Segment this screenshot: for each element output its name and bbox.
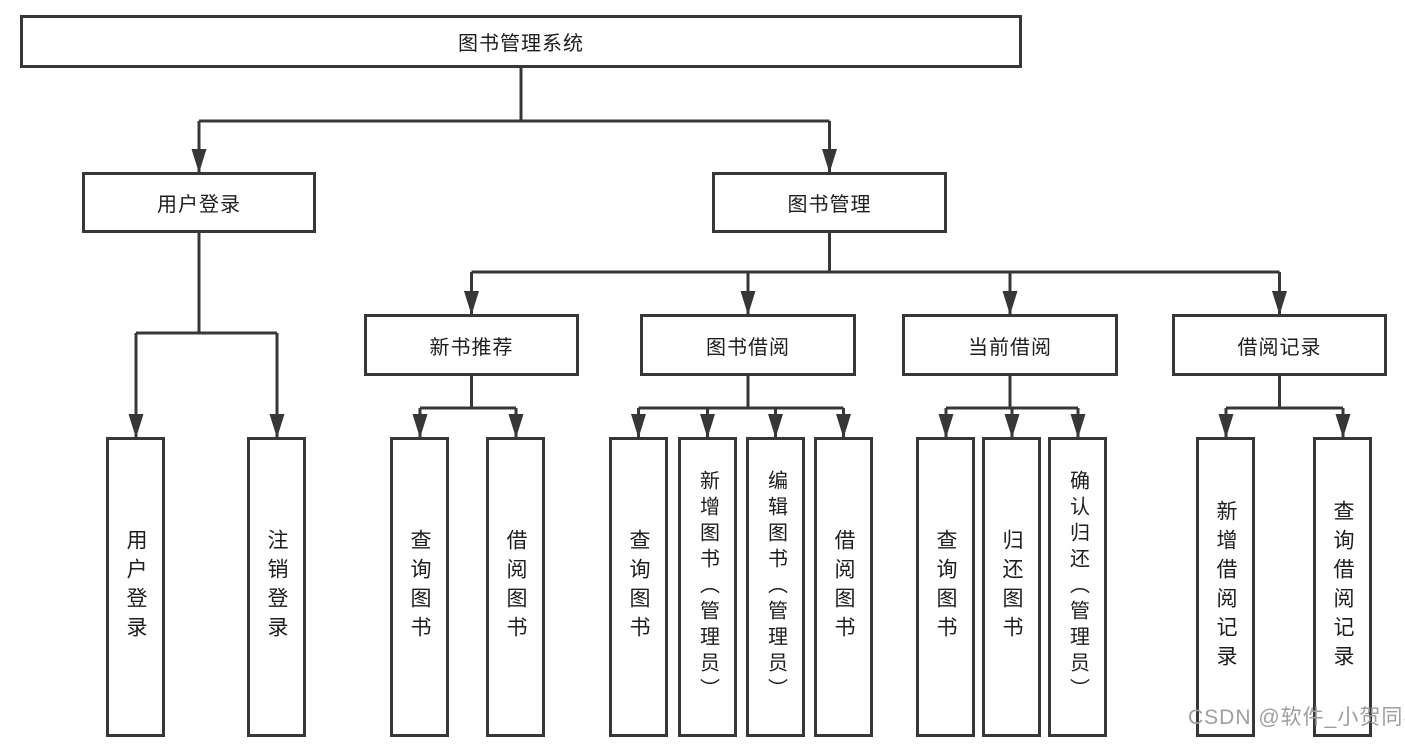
leaf-borrow-books: 借阅图书 — [814, 437, 873, 737]
leaf-query-books: 查询图书 — [390, 437, 449, 737]
node-book-borrowing: 图书借阅 — [640, 314, 856, 376]
leaf-query-borrow-record: 查询借阅记录 — [1313, 437, 1372, 737]
node-user-login: 用户登录 — [82, 172, 316, 233]
leaf-edit-books-admin: 编辑图书（管理员） — [746, 437, 805, 737]
leaf-query-books: 查询图书 — [916, 437, 975, 737]
leaf-add-borrow-record: 新增借阅记录 — [1196, 437, 1255, 737]
node-new-book-recommendation: 新书推荐 — [364, 314, 579, 376]
leaf-add-books-admin: 新增图书（管理员） — [678, 437, 737, 737]
leaf-borrow-books: 借阅图书 — [486, 437, 545, 737]
leaf-user-login: 用户登录 — [106, 437, 165, 737]
node-book-management: 图书管理 — [712, 172, 947, 233]
leaf-confirm-return-admin: 确认归还（管理员） — [1048, 437, 1107, 737]
leaf-logout: 注销登录 — [247, 437, 306, 737]
leaf-query-books: 查询图书 — [609, 437, 668, 737]
leaf-return-books: 归还图书 — [982, 437, 1041, 737]
arrowheads — [128, 149, 1351, 438]
csdn-watermark: CSDN @软件_小贺同学 — [1188, 706, 1405, 729]
node-current-borrowing: 当前借阅 — [902, 314, 1118, 376]
node-borrowing-records: 借阅记录 — [1172, 314, 1387, 376]
node-root-library-management-system: 图书管理系统 — [20, 15, 1022, 68]
